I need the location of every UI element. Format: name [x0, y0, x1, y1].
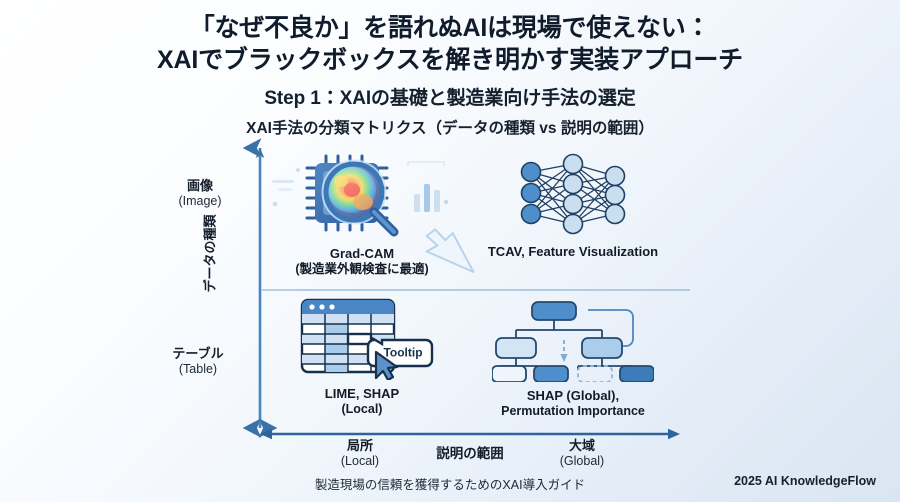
bar-chart-decor: [407, 161, 449, 212]
quadrant-image-local[interactable]: Grad-CAM (製造業外観検査に最適): [262, 150, 462, 278]
matrix-heading: XAI手法の分類マトリクス（データの種類 vs 説明の範囲）: [246, 120, 654, 137]
tooltip-text: Tooltip: [383, 346, 422, 360]
y-axis-label-table-jp: テーブル: [172, 346, 224, 361]
quadrant-image-global-caption: TCAV, Feature Visualization: [488, 244, 658, 260]
title-line-2: XAIでブラックボックスを解き明かす実装アプローチ: [157, 46, 743, 74]
cursor-pointer-icon: [425, 228, 475, 274]
neural-network-icon: [520, 153, 626, 235]
spreadsheet-tooltip-icon: Tooltip: [300, 298, 434, 380]
tree-leaf-1: [492, 365, 527, 382]
footer-caption: 製造現場の信頼を獲得するためのXAI導入ガイド: [314, 478, 586, 492]
tree-hierarchy-icon: [492, 301, 654, 382]
y-axis-label-table: テーブル (Table): [153, 346, 243, 378]
title-line-1: 「なぜ不良か」を語れぬAIは現場で使えない：: [189, 14, 711, 42]
sparkle-decor-left: [272, 168, 300, 207]
quadrant-table-global-label: SHAP (Global),: [526, 388, 620, 403]
x-axis-label-local-jp: 局所: [346, 438, 373, 453]
x-axis-label-local: 局所 (Local): [305, 438, 415, 470]
nn-output-nodes: [604, 165, 626, 225]
nn-input-nodes: [520, 161, 542, 225]
quadrant-table-local-caption: LIME, SHAP (Local): [325, 386, 399, 418]
x-axis-title: 説明の範囲: [436, 446, 504, 461]
x-axis-label-local-en: (Local): [340, 454, 380, 469]
quadrant-table-global-caption: SHAP (Global), Permutation Importance: [501, 388, 645, 420]
magnifier-handle: [369, 207, 399, 237]
quadrant-image-local-label: Grad-CAM: [329, 246, 395, 261]
y-axis-label-image-en: (Image): [178, 194, 222, 209]
chip-magnifier-heatmap-icon: [272, 154, 449, 237]
tree-node-root: [531, 301, 577, 321]
quadrant-table-local-sublabel: (Local): [341, 402, 383, 417]
x-axis-label-global: 大域 (Global): [527, 438, 637, 470]
quadrant-image-local-sublabel: (製造業外観検査に最適): [295, 262, 429, 277]
step-subtitle: Step 1：XAIの基礎と製造業向け手法の選定: [264, 88, 636, 109]
nn-hidden-nodes: [562, 153, 584, 235]
y-axis-label-table-en: (Table): [178, 362, 218, 377]
quadrant-image-local-caption: Grad-CAM (製造業外観検査に最適): [295, 246, 428, 278]
quadrant-table-global[interactable]: SHAP (Global), Permutation Importance: [468, 296, 678, 420]
tree-leaf-4: [619, 365, 654, 382]
x-axis-label-global-jp: 大域: [568, 438, 595, 453]
tree-node-left: [495, 337, 537, 359]
feedback-arrow: [588, 309, 634, 347]
y-axis-label-image: 画像 (Image): [155, 178, 245, 210]
footer-brand: 2025 AI KnowledgeFlow: [734, 474, 876, 488]
tree-leaf-3-ghost: [577, 365, 613, 382]
spreadsheet-window-dots: [309, 304, 335, 310]
y-axis-label-image-jp: 画像: [186, 178, 213, 193]
cursor-arrow-icon: [374, 350, 399, 380]
tree-node-right: [581, 337, 623, 359]
tree-leaf-2: [533, 365, 569, 382]
spreadsheet-titlebar: [302, 300, 394, 314]
title-block: 「なぜ不良か」を語れぬAIは現場で使えない： XAIでブラックボックスを解き明か…: [0, 12, 900, 110]
quadrant-table-local[interactable]: Tooltip LIME, SHAP (Local): [262, 296, 462, 418]
x-axis-label-global-en: (Global): [559, 454, 605, 469]
y-axis-title: データの種類: [202, 214, 218, 293]
quadrant-table-global-sublabel: Permutation Importance: [501, 404, 645, 419]
quadrant-image-global[interactable]: TCAV, Feature Visualization: [468, 150, 678, 260]
quadrant-table-local-label: LIME, SHAP: [324, 386, 400, 401]
spreadsheet-selected-cell: [346, 332, 373, 346]
quadrant-image-global-label: TCAV, Feature Visualization: [487, 244, 659, 259]
